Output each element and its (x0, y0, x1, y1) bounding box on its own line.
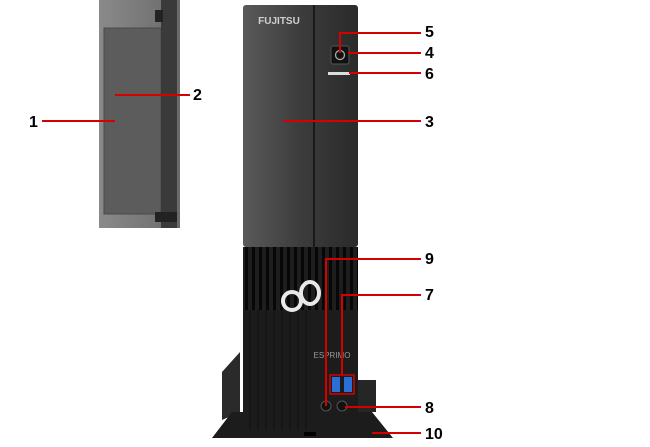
callout-4: 4 (425, 45, 434, 62)
usb-port (332, 377, 340, 392)
usb-port (344, 377, 352, 392)
callout-5: 5 (425, 24, 434, 41)
model-label: ESPRIMO (314, 351, 351, 360)
callout-8: 8 (425, 400, 434, 417)
brand-logo: FUJITSU (258, 16, 300, 27)
callout-9: 9 (425, 251, 434, 268)
callout-lines (42, 32, 421, 434)
callout-10: 10 (425, 426, 443, 443)
optical-drive-closeup (99, 0, 180, 228)
fujitsu-infinity-logo (281, 280, 321, 312)
callout-1: 1 (29, 114, 38, 131)
activity-led (328, 72, 350, 75)
callout-7: 7 (425, 287, 434, 304)
callout-3: 3 (425, 114, 434, 131)
callout-2: 2 (193, 87, 202, 104)
tower: FUJITSU ESPRIMO (243, 5, 358, 436)
callout-6: 6 (425, 66, 434, 83)
